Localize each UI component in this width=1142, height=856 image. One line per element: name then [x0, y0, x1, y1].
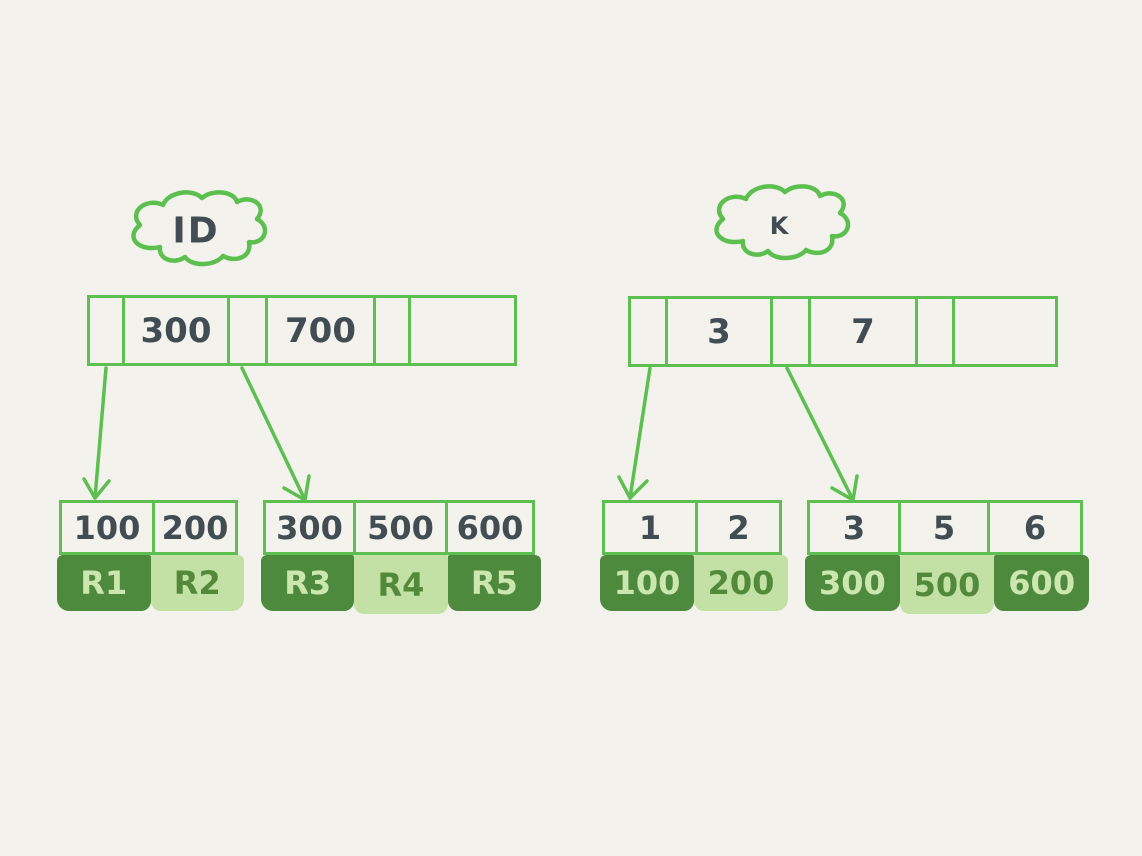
leaf-key-cell: 6	[1023, 508, 1047, 547]
record-block: 600	[994, 555, 1090, 611]
record-block: R2	[150, 555, 244, 611]
left-cloud-outline	[131, 190, 268, 267]
record-block: 300	[805, 555, 900, 611]
leaf-key-row: 300 500 600	[263, 500, 535, 555]
leaf-key-cell: 600	[456, 508, 524, 547]
right-leaf-2: 3 5 6 300 500 600	[805, 500, 1090, 614]
root-key-cell: 7	[811, 299, 918, 364]
root-key-cell: 3	[668, 299, 773, 364]
leaf-key-cell: 2	[727, 508, 750, 547]
left-leaf-1: 100 200 R1 R2	[57, 500, 244, 611]
right-cloud-label: K	[769, 212, 789, 240]
root-pointer-cell	[230, 298, 268, 363]
right-root-node: 3 7	[628, 296, 1058, 367]
leaf-key-row: 3 5 6	[807, 500, 1083, 555]
leaf-key-row: 1 2	[602, 500, 782, 555]
record-block: 100	[600, 555, 694, 611]
leaf-record-row: R3 R4 R5	[261, 555, 541, 614]
leaf-record-row: 100 200	[600, 555, 788, 611]
record-block: 500	[899, 555, 995, 614]
record-block: 200	[694, 555, 788, 611]
root-empty-cell	[411, 298, 514, 363]
left-arrow-1	[82, 366, 111, 500]
right-arrow-1	[617, 366, 652, 500]
root-pointer-cell	[631, 299, 668, 364]
leaf-key-cell: 5	[901, 503, 990, 552]
left-leaf-2: 300 500 600 R3 R4 R5	[261, 500, 541, 614]
root-empty-cell	[955, 299, 1055, 364]
record-block: R1	[57, 555, 151, 611]
root-key-cell: 700	[268, 298, 376, 363]
leaf-key-cell: 3	[810, 503, 901, 552]
root-key-cell: 300	[125, 298, 230, 363]
root-pointer-cell	[376, 298, 411, 363]
root-pointer-cell	[773, 299, 811, 364]
right-arrow-2	[785, 366, 859, 502]
root-pointer-cell	[918, 299, 955, 364]
leaf-key-cell: 300	[266, 503, 356, 552]
left-arrow-2	[240, 366, 311, 502]
root-pointer-cell	[90, 298, 125, 363]
leaf-key-cell: 100	[62, 503, 155, 552]
record-block: R4	[354, 555, 448, 614]
leaf-key-cell: 200	[161, 508, 229, 547]
record-block: R5	[447, 555, 541, 611]
right-leaf-1: 1 2 100 200	[600, 500, 788, 611]
leaf-key-cell: 1	[605, 503, 698, 552]
leaf-key-row: 100 200	[59, 500, 238, 555]
right-cloud-outline	[714, 184, 851, 261]
left-cloud-label: ID	[172, 210, 220, 252]
leaf-record-row: 300 500 600	[805, 555, 1090, 614]
leaf-key-cell: 500	[356, 503, 448, 552]
record-block: R3	[261, 555, 355, 611]
left-root-node: 300 700	[87, 295, 517, 366]
leaf-record-row: R1 R2	[57, 555, 244, 611]
